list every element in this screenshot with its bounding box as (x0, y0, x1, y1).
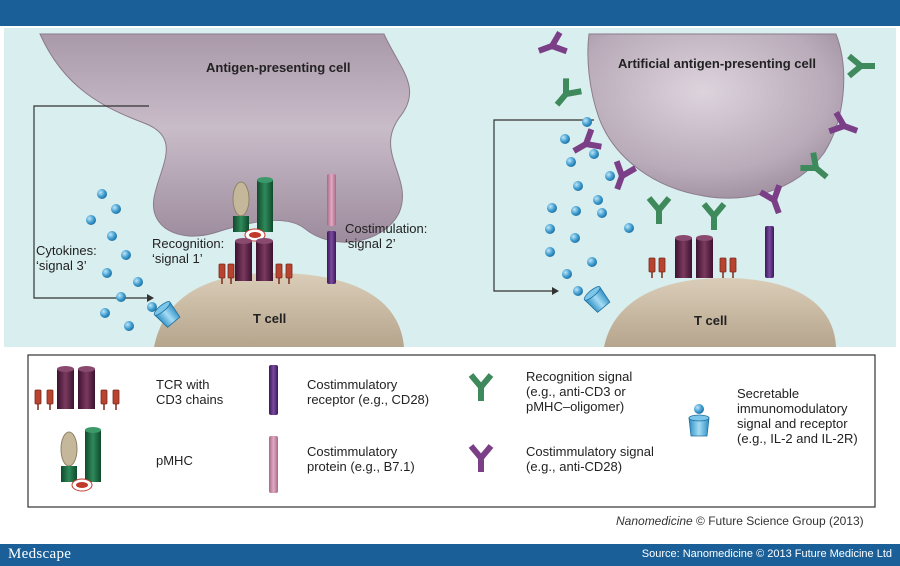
legend-pmhc-icon (60, 427, 101, 492)
legend-secretable-label: Secretable immunomodulatory signal and r… (737, 386, 858, 446)
cytokine-beads-right (545, 117, 634, 296)
source-credit: Source: Nanomedicine © 2013 Future Medic… (641, 548, 892, 560)
medscape-logo[interactable]: Medscape (8, 546, 72, 562)
t-cell-left-label: T cell (253, 311, 287, 326)
recognition-label: Recognition: ‘signal 1’ (152, 236, 225, 266)
cytokines-label: Cytokines: ‘signal 3’ (36, 243, 97, 273)
legend-costim-protein-icon (269, 436, 278, 493)
costim-receptor-left (327, 231, 336, 284)
t-cell-right (604, 278, 836, 347)
signal3-arrow (33, 105, 149, 299)
figure-svg (4, 28, 896, 508)
legend-costim-receptor-label: Costimmulatory receptor (e.g., CD28) (307, 377, 430, 407)
t-cell-right-label: T cell (694, 313, 728, 328)
t-cell-left (154, 273, 404, 347)
figure-credit: Nanomedicine © Future Science Group (201… (616, 514, 864, 528)
credit-rest: © Future Science Group (2013) (692, 514, 864, 528)
costimulation-label: Costimulation: ‘signal 2’ (345, 221, 428, 251)
right-arrow (493, 119, 594, 292)
costim-protein-left (327, 174, 336, 226)
legend-box (27, 354, 876, 508)
pmhc-left (232, 177, 273, 242)
legend-costim-protein-label: Costimmulatory protein (e.g., B7.1) (307, 444, 415, 474)
legend-secretable-icon (688, 404, 710, 437)
artificial-apc (587, 33, 845, 199)
legend-tcr-label: TCR with CD3 chains (156, 377, 224, 407)
legend-pmhc-label: pMHC (156, 453, 193, 468)
legend-recognition-signal-label: Recognition signal (e.g., anti-CD3 or pM… (526, 369, 633, 414)
legend-costim-signal-label: Costimmulatory signal (e.g., anti-CD28) (526, 444, 654, 474)
cytokine-beads-left (86, 189, 157, 331)
credit-journal: Nanomedicine (616, 514, 693, 528)
header-bar (0, 0, 900, 26)
aapc-label: Artificial antigen-presenting cell (618, 56, 816, 71)
apc-label: Antigen-presenting cell (206, 60, 351, 75)
footer-bar: Medscape Source: Nanomedicine © 2013 Fut… (0, 544, 900, 566)
legend-costim-receptor-icon (269, 365, 278, 415)
costim-receptor-right (765, 226, 774, 278)
figure-frame: Antigen-presenting cell T cell Cytokines… (4, 28, 896, 542)
